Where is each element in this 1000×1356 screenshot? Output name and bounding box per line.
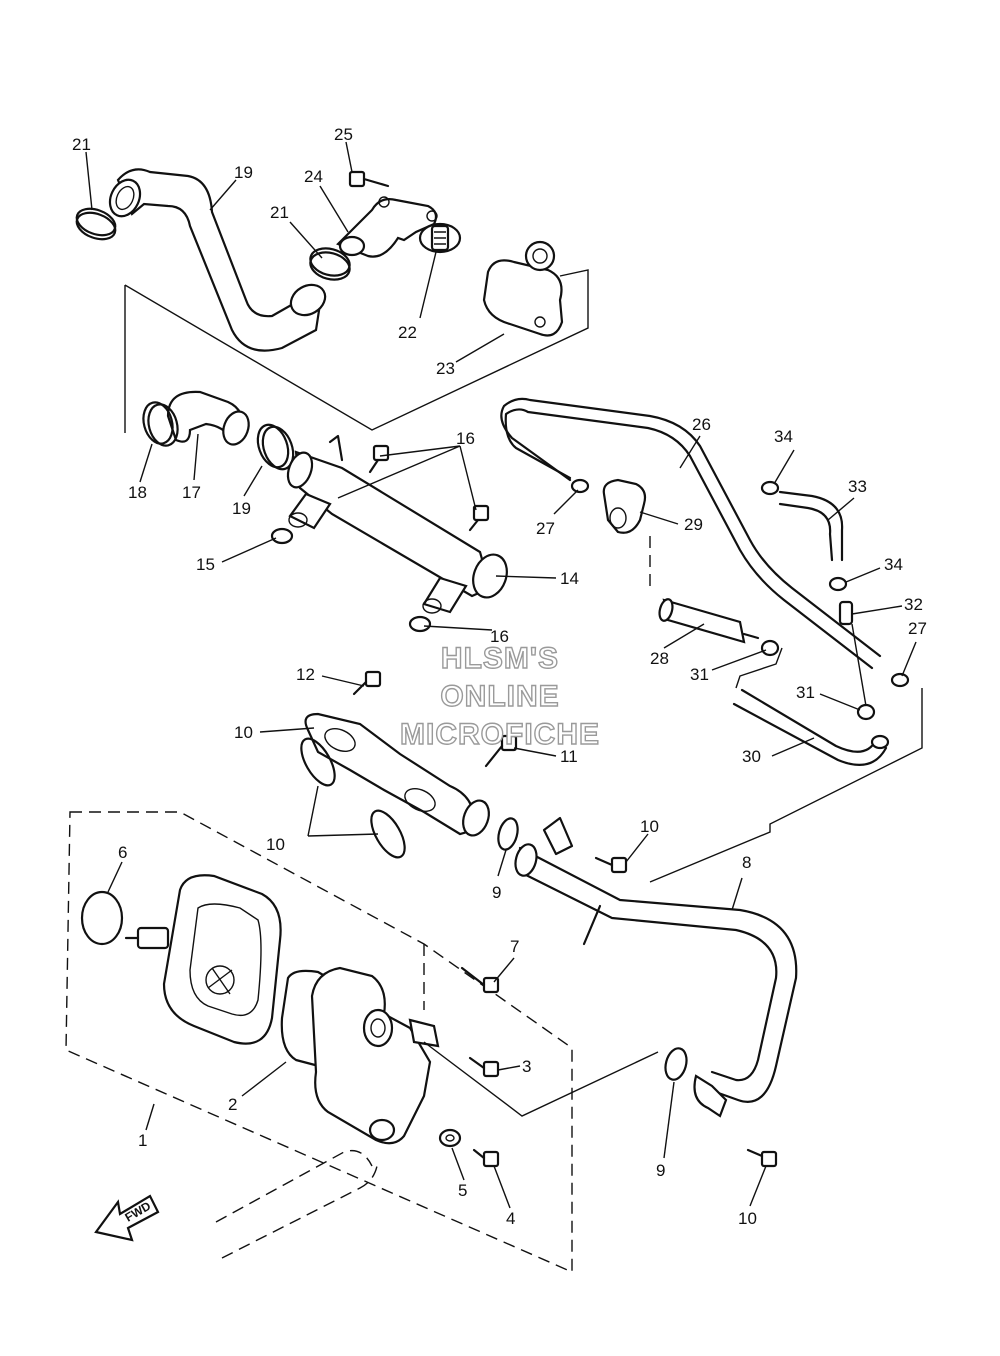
pump-cover <box>310 966 440 1145</box>
callout-31b: 31 <box>796 683 815 702</box>
watermark-line3: MICROFICHE <box>400 718 600 751</box>
water-pipe-15 <box>286 434 508 614</box>
water-pipe-8 <box>514 816 798 1118</box>
callout-17: 16 <box>456 429 475 448</box>
callout-22: 22 <box>398 323 417 342</box>
callout-16a: 15 <box>196 555 215 574</box>
callout-25: 25 <box>334 125 353 144</box>
callout-16b: 16 <box>490 627 509 646</box>
hose-clamp-31b <box>856 703 876 721</box>
hose-clamp-27b <box>890 672 910 688</box>
callout-29: 29 <box>684 515 703 534</box>
callout-13: 11 <box>560 747 578 766</box>
o-ring-9b <box>664 1047 688 1081</box>
hose-clamp-19b <box>256 423 295 471</box>
washer-5 <box>438 1128 462 1148</box>
o-ring-16b <box>408 615 432 633</box>
callout-24: 24 <box>304 167 323 186</box>
water-hose-18 <box>166 390 250 446</box>
o-ring-12b <box>370 809 406 859</box>
callout-1: 1 <box>138 1131 147 1150</box>
callout-6: 6 <box>118 843 127 862</box>
bolt-14 <box>352 670 382 696</box>
bolt-17a <box>368 444 390 474</box>
hose-30 <box>732 688 890 766</box>
callout-12: 10 <box>266 835 285 854</box>
callout-14: 12 <box>296 665 315 684</box>
bolt-10b <box>746 1148 778 1168</box>
hose-clamp-19a <box>142 401 179 447</box>
forward-arrow-icon: FWD <box>94 1194 160 1242</box>
hose-clamp-21b <box>309 247 351 281</box>
o-ring-6 <box>80 890 124 946</box>
hose-clamp-34a <box>760 480 780 496</box>
hose-clamp-34b <box>828 576 848 592</box>
callout-10a-label: 10 <box>640 817 659 836</box>
hose-clamp-31a <box>760 639 780 657</box>
bolt-17b <box>468 504 490 532</box>
callout-10b-label: 10 <box>738 1209 757 1228</box>
callout-21a: 21 <box>72 135 91 154</box>
callout-33: 33 <box>848 477 867 496</box>
callout-19b: 19 <box>232 499 251 518</box>
hose-33 <box>778 490 844 562</box>
leader-lines <box>85 141 917 1209</box>
callout-30: 30 <box>742 747 761 766</box>
bolt-25 <box>348 170 390 188</box>
outlet-housing-11 <box>304 712 490 837</box>
callout-26: 26 <box>692 415 711 434</box>
callout-2: 2 <box>228 1095 237 1114</box>
callout-31a: 31 <box>690 665 709 684</box>
callout-labels: 21 19 21 25 24 22 23 18 17 19 16 15 16 1… <box>72 125 927 1228</box>
callout-15: 14 <box>560 569 579 588</box>
callout-11: 10 <box>234 723 253 742</box>
bolt-13 <box>484 734 518 768</box>
bolt-10a <box>594 856 628 874</box>
callout-5: 5 <box>458 1181 467 1200</box>
bolt-7 <box>460 966 500 994</box>
callout-32: 32 <box>904 595 923 614</box>
hose-clamp-27a <box>570 478 590 494</box>
water-pump-body <box>124 874 282 1045</box>
thermostat-cover-24 <box>336 196 438 258</box>
thermostat-housing-23 <box>482 240 564 337</box>
callout-34b: 34 <box>884 555 903 574</box>
hose-26 <box>500 397 882 670</box>
callout-27b: 27 <box>908 619 927 638</box>
callout-19a: 18 <box>128 483 147 502</box>
o-ring-12a <box>300 737 336 787</box>
callout-3: 3 <box>522 1057 531 1076</box>
bolt-4 <box>472 1148 500 1168</box>
callout-9a: 9 <box>492 883 501 902</box>
callout-9b: 9 <box>656 1161 665 1180</box>
water-hose-20 <box>108 168 327 352</box>
holder-29 <box>602 478 647 534</box>
callout-34a: 34 <box>774 427 793 446</box>
callout-21b: 21 <box>270 203 289 222</box>
callout-8: 8 <box>742 853 751 872</box>
callout-18: 17 <box>182 483 201 502</box>
callout-27a: 27 <box>536 519 555 538</box>
callout-28: 28 <box>650 649 669 668</box>
watermark: HLSM'S ONLINE MICROFICHE <box>399 641 600 751</box>
callout-7: 7 <box>510 937 519 956</box>
bolt-3 <box>468 1056 500 1078</box>
callout-20: 19 <box>234 163 253 182</box>
hose-clamp-21a <box>75 207 117 241</box>
joint-32 <box>838 600 854 626</box>
watermark-line1: HLSM'S <box>441 642 559 675</box>
o-ring-16a <box>270 527 294 545</box>
fuel-filter-28 <box>658 598 760 644</box>
o-ring-9a <box>497 817 519 851</box>
watermark-line2: ONLINE <box>440 680 559 713</box>
callout-4: 4 <box>506 1209 515 1228</box>
callout-23: 23 <box>436 359 455 378</box>
thermostat-22 <box>418 222 462 254</box>
